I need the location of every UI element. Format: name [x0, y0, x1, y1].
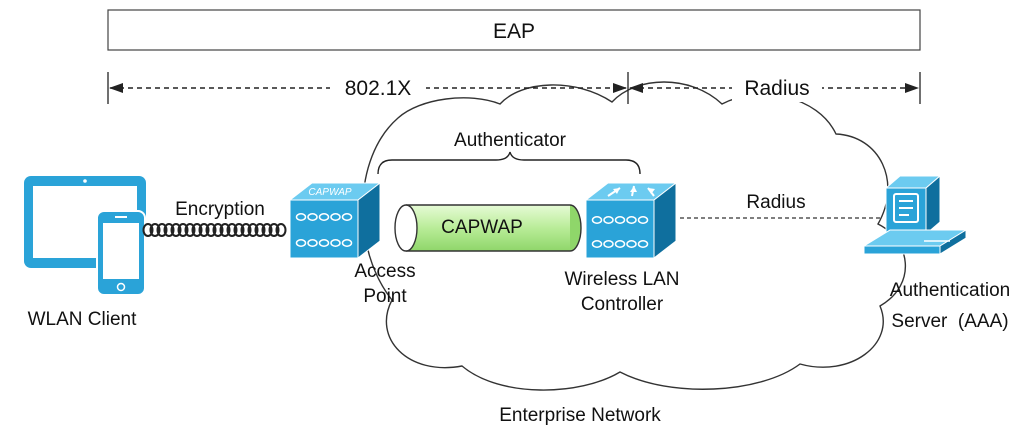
ap-badge: CAPWAP — [308, 187, 351, 198]
wlc-icon — [584, 181, 678, 260]
server-label-line1: Authentication — [890, 280, 1010, 301]
ap-label-line2: Point — [363, 286, 407, 307]
smartphone-icon — [96, 210, 146, 296]
dot1x-label-bg — [330, 74, 426, 102]
server-label-line2: Server (AAA) — [891, 311, 1008, 332]
aaa-server-icon — [862, 174, 968, 255]
encryption-coil — [142, 223, 287, 237]
capwap-tunnel-label: CAPWAP — [441, 217, 523, 238]
eap-label: EAP — [493, 20, 535, 43]
network-label: Enterprise Network — [499, 405, 661, 426]
client-label: WLAN Client — [28, 309, 137, 330]
radius-link-label: Radius — [746, 192, 805, 213]
authenticator-brace — [377, 151, 641, 175]
dot1x-label: 802.1X — [345, 77, 412, 100]
wlc-label-line2: Controller — [581, 294, 664, 315]
ap-label-line1: Access — [354, 261, 415, 282]
authenticator-label: Authenticator — [454, 130, 567, 151]
capwap-tunnel — [394, 204, 582, 252]
eap-bar — [107, 9, 921, 51]
radius-top-label: Radius — [744, 77, 809, 100]
radius-top-label-bg — [732, 74, 822, 102]
access-point-icon — [288, 181, 382, 260]
wlc-label-line1: Wireless LAN — [564, 269, 679, 290]
encryption-label: Encryption — [175, 199, 265, 220]
